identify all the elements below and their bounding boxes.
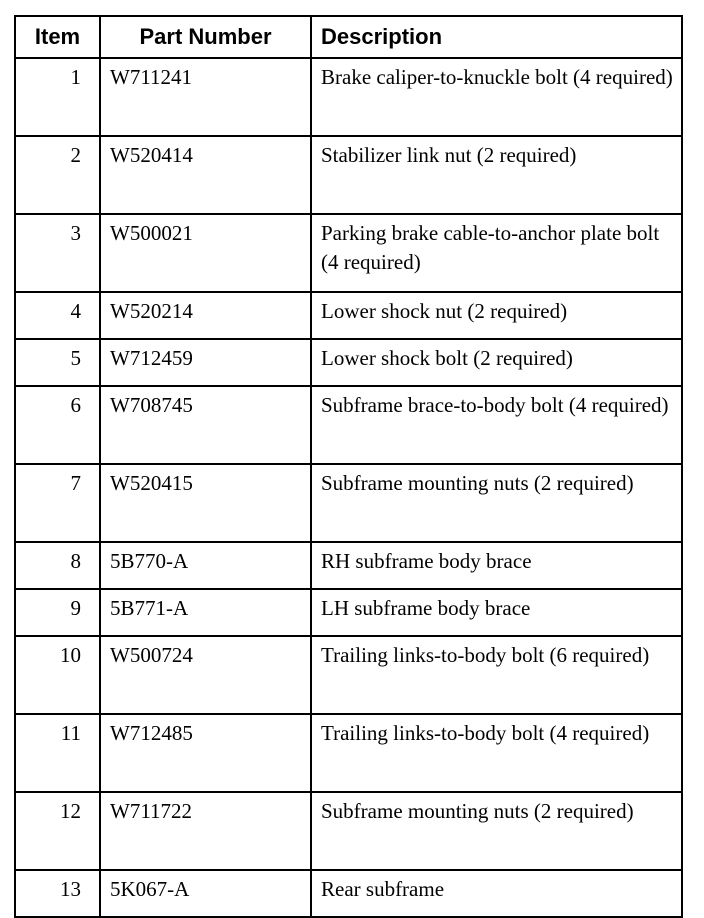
cell-description: LH subframe body brace — [310, 588, 683, 637]
cell-item: 9 — [14, 588, 101, 637]
cell-description: Subframe mounting nuts (2 required) — [310, 791, 683, 871]
cell-item: 3 — [14, 213, 101, 293]
column-header-item: Item — [14, 15, 101, 59]
cell-part-number: 5B770-A — [99, 541, 312, 590]
cell-item: 11 — [14, 713, 101, 793]
cell-item: 8 — [14, 541, 101, 590]
cell-description: Subframe mounting nuts (2 required) — [310, 463, 683, 543]
cell-description: Rear subframe — [310, 869, 683, 918]
cell-description: Trailing links-to-body bolt (6 required) — [310, 635, 683, 715]
cell-part-number: W500021 — [99, 213, 312, 293]
cell-part-number: W708745 — [99, 385, 312, 465]
cell-description: Stabilizer link nut (2 required) — [310, 135, 683, 215]
cell-part-number: W520214 — [99, 291, 312, 340]
column-header-description: Description — [310, 15, 683, 59]
cell-part-number: 5B771-A — [99, 588, 312, 637]
cell-item: 6 — [14, 385, 101, 465]
cell-part-number: W520414 — [99, 135, 312, 215]
cell-item: 1 — [14, 57, 101, 137]
cell-item: 12 — [14, 791, 101, 871]
table-header-row: Item Part Number Description — [14, 15, 683, 59]
cell-part-number: W712485 — [99, 713, 312, 793]
cell-description: Subframe brace-to-body bolt (4 required) — [310, 385, 683, 465]
cell-description: RH subframe body brace — [310, 541, 683, 590]
cell-description: Parking brake cable-to-anchor plate bolt… — [310, 213, 683, 293]
cell-description: Lower shock nut (2 required) — [310, 291, 683, 340]
cell-part-number: W711722 — [99, 791, 312, 871]
cell-item: 5 — [14, 338, 101, 387]
cell-item: 7 — [14, 463, 101, 543]
cell-item: 13 — [14, 869, 101, 918]
cell-part-number: 5K067-A — [99, 869, 312, 918]
cell-part-number: W520415 — [99, 463, 312, 543]
cell-description: Brake caliper-to-knuckle bolt (4 require… — [310, 57, 683, 137]
cell-part-number: W712459 — [99, 338, 312, 387]
cell-item: 4 — [14, 291, 101, 340]
cell-description: Lower shock bolt (2 required) — [310, 338, 683, 387]
column-header-part-number: Part Number — [99, 15, 312, 59]
cell-description: Trailing links-to-body bolt (4 required) — [310, 713, 683, 793]
cell-part-number: W711241 — [99, 57, 312, 137]
cell-part-number: W500724 — [99, 635, 312, 715]
cell-item: 10 — [14, 635, 101, 715]
table-header: Item Part Number Description — [14, 15, 683, 59]
cell-item: 2 — [14, 135, 101, 215]
